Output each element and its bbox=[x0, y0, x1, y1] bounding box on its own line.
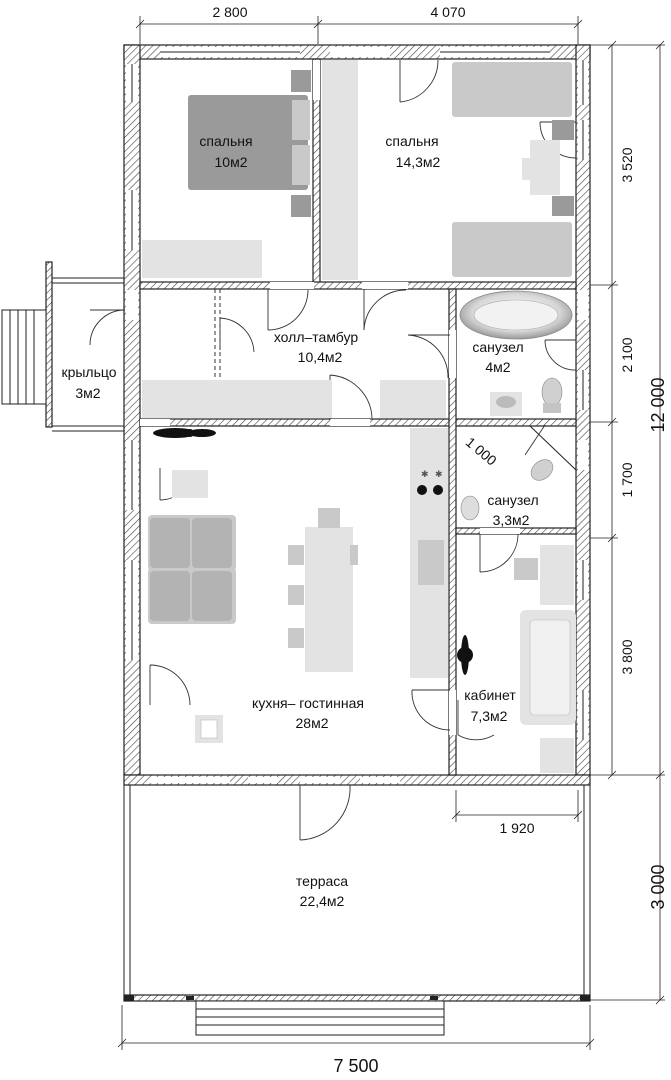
bedroom1-furniture bbox=[142, 70, 311, 278]
dim-right-2: 2 100 bbox=[619, 337, 635, 372]
dim-office-width: 1 920 bbox=[499, 820, 534, 836]
svg-text:✱: ✱ bbox=[421, 469, 429, 479]
office-area: 7,3м2 bbox=[471, 708, 508, 724]
terrace-name: терраса bbox=[296, 873, 348, 889]
office-name: кабинет bbox=[464, 687, 516, 703]
interior-walls bbox=[139, 58, 577, 776]
hall-furniture bbox=[142, 289, 446, 418]
dim-right-total: 12 000 bbox=[648, 377, 668, 432]
living-furniture: ✱ ✱ bbox=[148, 428, 448, 743]
bedroom2-furniture bbox=[322, 60, 574, 280]
svg-text:✱: ✱ bbox=[435, 469, 443, 479]
bath1-area: 4м2 bbox=[485, 359, 510, 375]
living-name: кухня– гостинная bbox=[252, 695, 364, 711]
dim-top-right: 4 070 bbox=[430, 4, 465, 20]
dim-right-terrace: 3 000 bbox=[648, 864, 668, 909]
bedroom1-area: 10м2 bbox=[215, 154, 248, 170]
porch-area: 3м2 bbox=[75, 385, 100, 401]
bedroom2-name: спальня bbox=[385, 133, 438, 149]
bath2-furniture: 1 000 bbox=[460, 434, 554, 521]
bottom-dimension bbox=[117, 1005, 595, 1050]
bath2-name: санузел bbox=[487, 492, 538, 508]
office-dimension bbox=[451, 790, 583, 822]
dim-bottom-total: 7 500 bbox=[333, 1056, 378, 1076]
bedroom2-area: 14,3м2 bbox=[396, 154, 441, 170]
office-furniture bbox=[457, 545, 576, 773]
bath1-name: санузел bbox=[472, 339, 523, 355]
dim-top-left: 2 800 bbox=[212, 4, 247, 20]
exterior-walls bbox=[123, 44, 591, 786]
porch bbox=[1, 261, 124, 432]
terrace-area: 22,4м2 bbox=[300, 893, 345, 909]
top-dimensions bbox=[135, 16, 583, 44]
bath2-area: 3,3м2 bbox=[493, 512, 530, 528]
dim-right-4: 3 800 bbox=[619, 639, 635, 674]
porch-name: крыльцо bbox=[61, 364, 116, 380]
hall-area: 10,4м2 bbox=[298, 349, 343, 365]
bedroom1-name: спальня bbox=[199, 133, 252, 149]
living-area: 28м2 bbox=[296, 715, 329, 731]
right-dimensions bbox=[590, 40, 665, 1005]
dim-right-1: 3 520 bbox=[619, 147, 635, 182]
bath1-furniture bbox=[459, 290, 573, 416]
terrace bbox=[123, 785, 591, 1036]
shower-size-label: 1 000 bbox=[463, 434, 500, 469]
hall-name: холл–тамбур bbox=[274, 329, 359, 345]
dim-right-3: 1 700 bbox=[619, 462, 635, 497]
